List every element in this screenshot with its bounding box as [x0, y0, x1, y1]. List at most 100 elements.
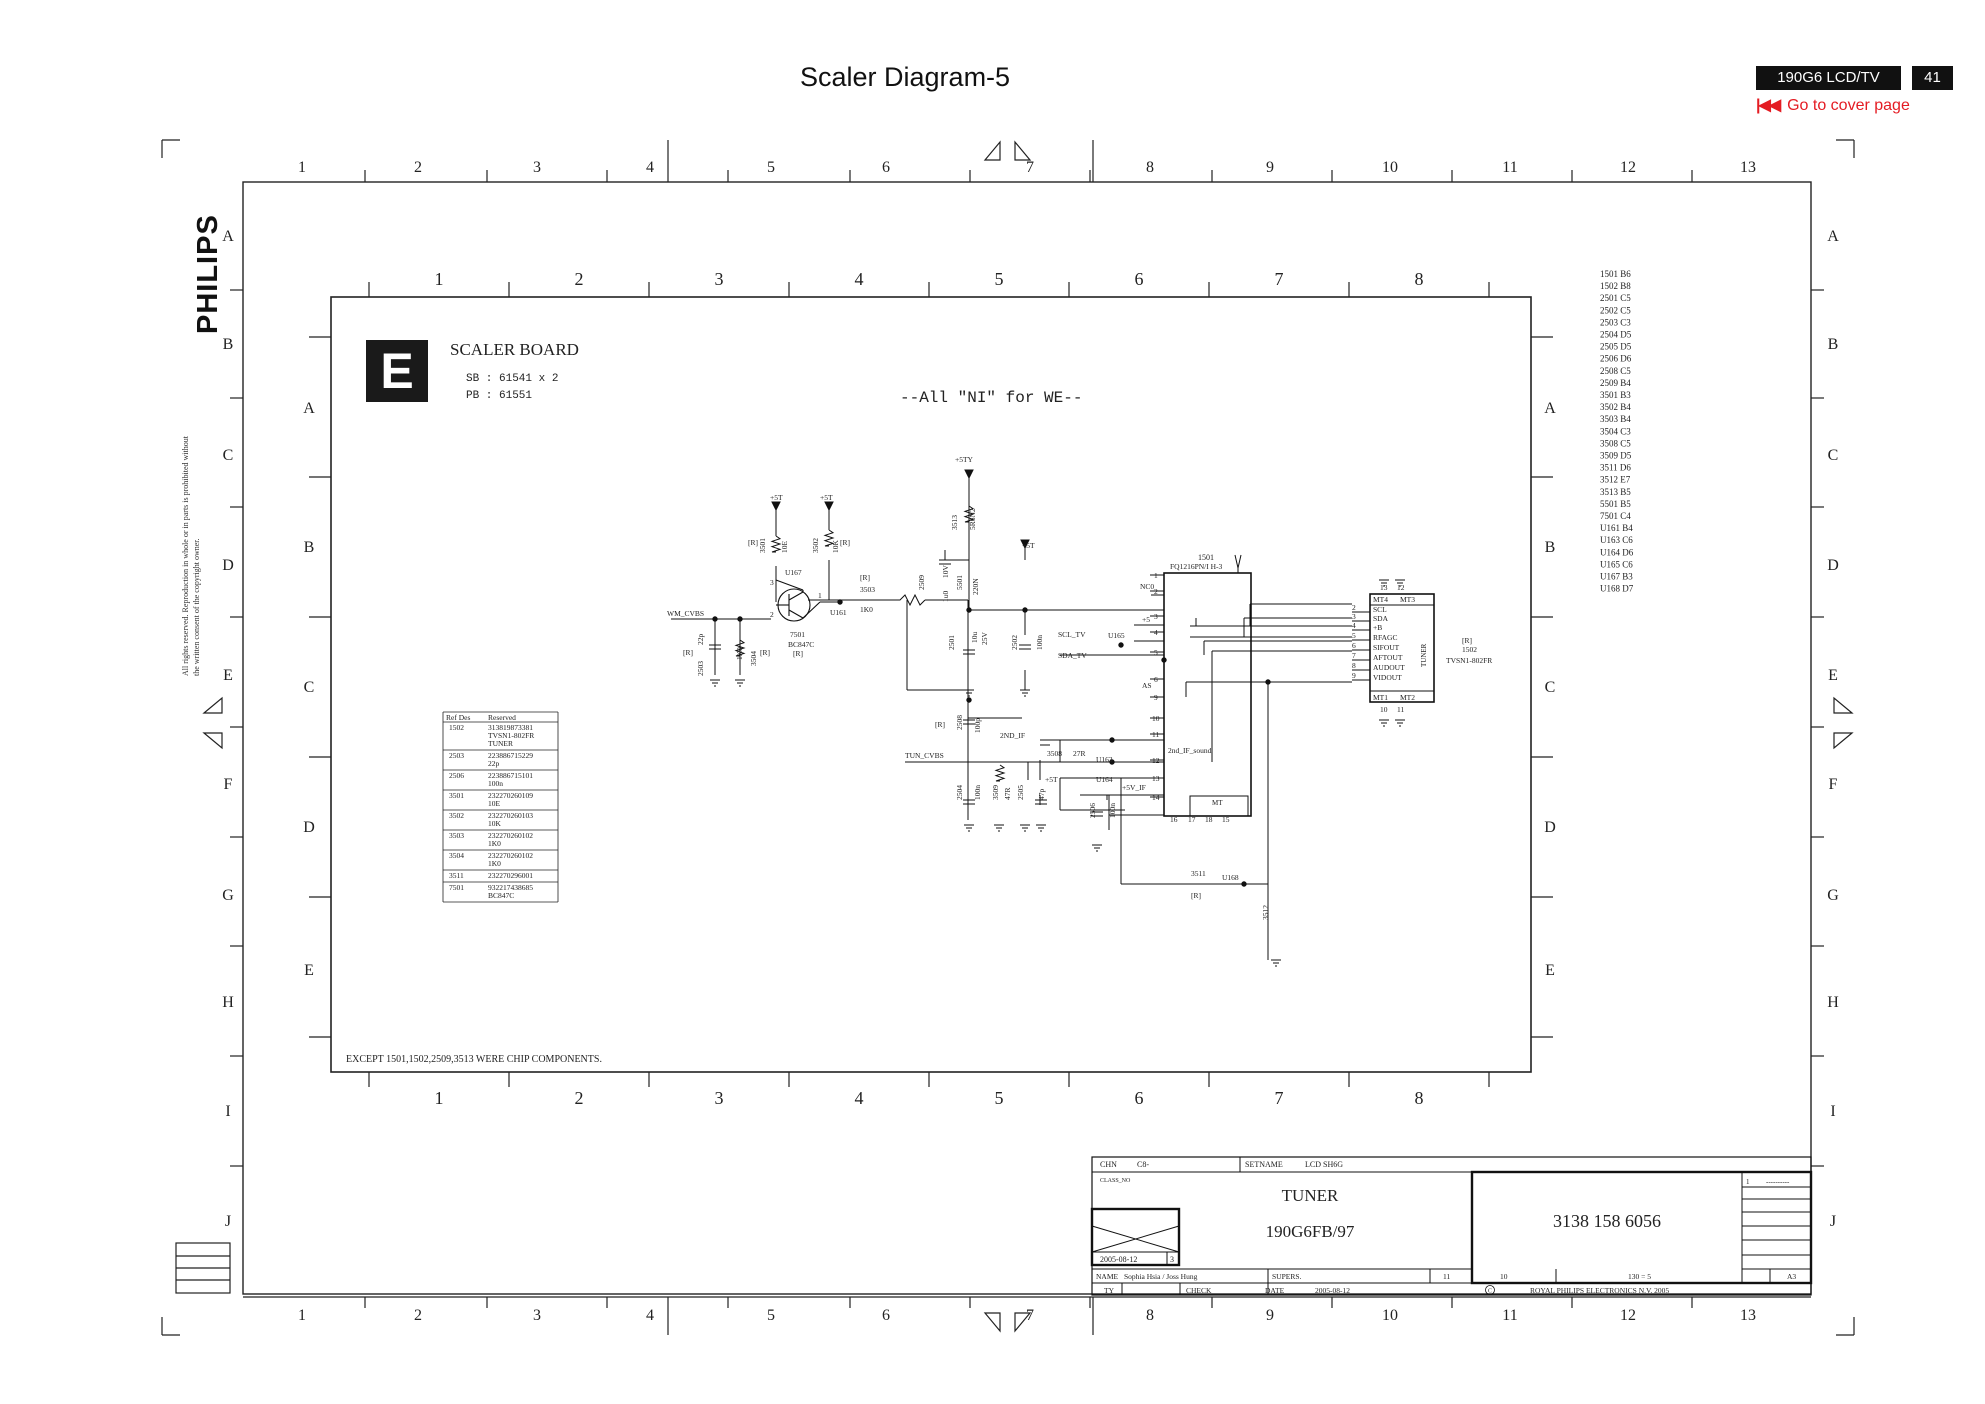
r3512-ref: 3512	[1261, 905, 1270, 920]
tb-date1: 2005-08-12	[1100, 1255, 1137, 1264]
location-index-entry: 5501 B5	[1600, 499, 1631, 509]
r3504-ref: 3504	[749, 651, 758, 666]
tuner-ref: 1501	[1198, 553, 1214, 562]
page-number-badge: 41	[1912, 66, 1953, 90]
q-pin-1: 1	[818, 591, 822, 600]
outer-col-11-top: 11	[1502, 159, 1517, 176]
conn-pin-sda: SDA	[1373, 614, 1389, 623]
outer-col-11-bottom: 11	[1502, 1307, 1517, 1324]
c2503-ref: 2503	[696, 661, 705, 676]
location-index-entry: 7501 C4	[1600, 511, 1631, 521]
board-sb: SB : 61541 x 2	[466, 373, 558, 385]
r3503-tag: [R]	[860, 573, 870, 582]
u168-label: U168	[1222, 873, 1239, 882]
r3508-ref: 3508	[1047, 749, 1062, 758]
outer-col-9-top: 9	[1266, 159, 1274, 176]
r3513-ref: 3513	[950, 515, 959, 530]
u165-label: U165	[1108, 631, 1125, 640]
title-block	[1090, 1156, 1813, 1296]
outer-col-9-bottom: 9	[1266, 1307, 1274, 1324]
conn-pin-num: 2	[1352, 603, 1356, 612]
supply-5ty: +5TY	[955, 455, 974, 464]
conn-pin-scl: SCL	[1373, 605, 1387, 614]
outer-col-5-top: 5	[767, 159, 775, 176]
tuner-bottom-pin-15: 15	[1222, 815, 1230, 824]
tuner-pin1-label: NC0	[1140, 582, 1154, 591]
inner-row-D-right: D	[1544, 819, 1556, 836]
c2508-value: 100p	[973, 718, 982, 733]
conn-pin-vidout: VIDOUT	[1373, 673, 1402, 682]
outer-col-12-bottom: 12	[1620, 1307, 1636, 1324]
conn-pin-num: 7	[1352, 651, 1356, 660]
c2501-25v: 25V	[980, 632, 989, 646]
r3501-ref: 3501	[758, 538, 767, 553]
outer-col-13-top: 13	[1740, 159, 1756, 176]
supply-5t-d: +5T	[1045, 775, 1058, 784]
outer-col-3-bottom: 3	[533, 1307, 541, 1324]
outer-row-F-left: F	[224, 776, 233, 793]
page-edge-markers	[202, 140, 1854, 1333]
outer-col-3-top: 3	[533, 159, 541, 176]
c2502-value: 100n	[1035, 635, 1044, 650]
tb-num3: 3	[1170, 1255, 1174, 1264]
c2509-ref: 2509	[917, 575, 926, 590]
outer-row-H-right: H	[1827, 994, 1839, 1011]
supply-5t-b: +5T	[820, 493, 833, 502]
location-index-entry: U165 C6	[1600, 559, 1633, 569]
outer-row-E-right: E	[1828, 667, 1838, 684]
supply-5t-c: +5T	[1022, 541, 1035, 550]
location-index-entry: U164 D6	[1600, 547, 1634, 557]
c2504-ref: 2504	[955, 785, 964, 800]
net-2nd-if: 2ND_IF	[1000, 731, 1025, 740]
location-index-entry: 2501 C5	[1600, 293, 1631, 303]
tb-doc-number: 3138 158 6056	[1553, 1211, 1661, 1231]
inner-col-1-top: 1	[435, 269, 444, 289]
tb-chn-label: CHN	[1100, 1160, 1117, 1169]
r3511-tag: [R]	[1191, 891, 1201, 900]
net-tun-cvbs: TUN_CVBS	[905, 751, 944, 760]
outer-col-6-bottom: 6	[882, 1307, 890, 1324]
c2504-value: 100n	[973, 785, 982, 800]
conn-tag: [R]	[1462, 636, 1472, 645]
conn-pin-10: 10	[1380, 705, 1388, 714]
outer-row-E-left: E	[223, 667, 233, 684]
conn-pin-+b: +B	[1373, 623, 1382, 632]
conn-pin-num: 6	[1352, 641, 1356, 650]
location-index-entry: 3503 B4	[1600, 414, 1631, 424]
outer-row-D-left: D	[222, 557, 234, 574]
location-index-entry: 3504 C3	[1600, 426, 1631, 436]
outer-row-I-left: I	[225, 1103, 230, 1120]
q7501-ref: 7501	[790, 630, 805, 639]
conn-pin-num: 4	[1352, 621, 1356, 630]
r3502-ref: 3502	[811, 538, 820, 553]
outer-col-8-top: 8	[1146, 159, 1154, 176]
outer-row-D-right: D	[1827, 557, 1839, 574]
outer-row-A-right: A	[1827, 228, 1839, 245]
cover-link-label: Go to cover page	[1787, 97, 1910, 114]
outer-row-I-right: I	[1830, 1103, 1835, 1120]
tb-date2: 2005-08-12	[1315, 1286, 1350, 1295]
go-to-cover-link[interactable]: |◀◀Go to cover page	[1756, 95, 1910, 115]
r3501-value: 10E	[780, 541, 789, 554]
location-index-entry: 3513 B5	[1600, 487, 1631, 497]
tb-date-label: DATE	[1265, 1286, 1285, 1295]
conn-mt3: MT3	[1400, 595, 1415, 604]
outer-col-13-bottom: 13	[1740, 1307, 1756, 1324]
conn-pin-12: 12	[1397, 583, 1405, 592]
inner-row-C-right: C	[1545, 679, 1556, 696]
inner-row-D-left: D	[303, 819, 315, 836]
location-index-entry: 2509 B4	[1600, 378, 1631, 388]
inner-row-B-right: B	[1545, 539, 1556, 556]
r3502-value: 10K	[831, 540, 840, 554]
inner-col-3-top: 3	[715, 269, 724, 289]
inner-col-3-bottom: 3	[715, 1088, 724, 1108]
u161-label: U161	[830, 608, 847, 617]
inner-col-7-bottom: 7	[1275, 1088, 1284, 1108]
location-index-entry: U167 B3	[1600, 572, 1633, 582]
